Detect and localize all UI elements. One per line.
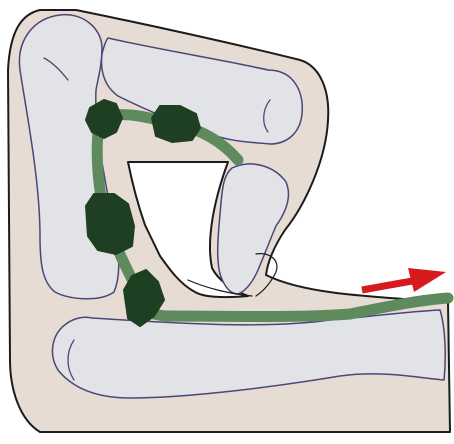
arrow-head	[408, 268, 446, 292]
arrow-shaft	[362, 280, 418, 290]
pulley-a3	[86, 194, 134, 254]
pull-direction-arrow-icon	[362, 268, 446, 292]
pulley-a2	[152, 106, 200, 142]
